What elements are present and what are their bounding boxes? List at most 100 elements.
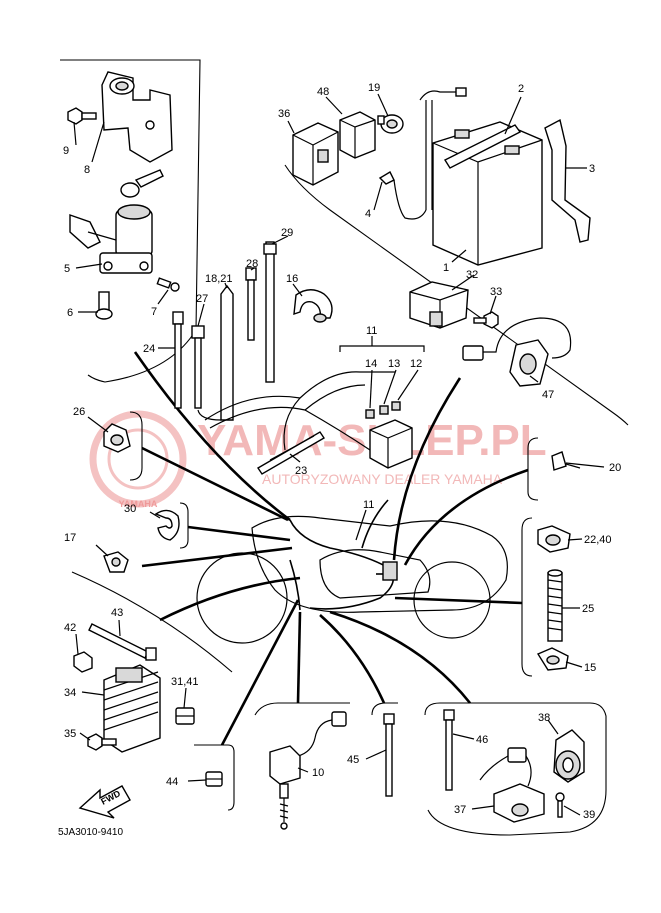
frame-mid-left bbox=[71, 571, 233, 673]
leader-22 bbox=[141, 546, 293, 568]
callout-47: 47 bbox=[542, 389, 554, 401]
callout-46: 46 bbox=[476, 734, 488, 746]
callout-7: 7 bbox=[151, 306, 157, 318]
frame-bottom-center bbox=[254, 702, 350, 716]
engine-outline bbox=[319, 549, 431, 599]
callout-19: 19 bbox=[368, 82, 380, 94]
callout-labels: 9 8 5 6 7 36 48 19 2 3 4 1 29 28 18,21 2… bbox=[63, 82, 621, 821]
leader-44 bbox=[220, 599, 300, 746]
frame-outline bbox=[251, 515, 508, 613]
callout-24: 24 bbox=[143, 343, 155, 355]
part-6-screw-icon bbox=[95, 291, 113, 320]
frame-bottom-left bbox=[194, 744, 235, 811]
leader-20 bbox=[403, 468, 529, 566]
part-32-relay-icon bbox=[409, 281, 469, 329]
leader-bottom-right bbox=[329, 610, 472, 704]
part-30-clamp-icon bbox=[154, 509, 180, 541]
harness-branch-b bbox=[361, 499, 389, 549]
part-19-clamp-icon bbox=[377, 114, 404, 134]
callout-5: 5 bbox=[64, 263, 70, 275]
part-11-wire-harness-icon bbox=[204, 371, 413, 469]
frame-mid-left-b bbox=[179, 502, 189, 549]
part-18-cable-tie-icon bbox=[197, 284, 234, 421]
part-42-nut-icon bbox=[73, 651, 93, 673]
callout-27: 27 bbox=[196, 293, 208, 305]
frame-bottom-right bbox=[424, 702, 607, 836]
part-8-bracket-icon bbox=[101, 71, 173, 163]
part-15-clamp-icon bbox=[536, 647, 569, 671]
part-36-relay-icon bbox=[292, 122, 339, 186]
frame-bottom-45 bbox=[371, 702, 398, 716]
callout-17: 22,40 bbox=[584, 534, 612, 546]
callout-45: 45 bbox=[347, 754, 359, 766]
callout-23: 23 bbox=[295, 465, 307, 477]
callout-18-21: 18,21 bbox=[205, 273, 233, 285]
callout-20: 20 bbox=[609, 462, 621, 474]
callout-38: 38 bbox=[538, 712, 550, 724]
leader-top-left bbox=[133, 351, 291, 522]
part-7-screw-icon bbox=[156, 277, 180, 292]
harness-connector bbox=[382, 561, 398, 581]
part-43-cable-tie-icon bbox=[88, 623, 157, 661]
part-27-cable-tie-icon bbox=[191, 325, 205, 409]
leader-mid-left bbox=[159, 576, 301, 622]
drawing-code: 5JA3010-9410 bbox=[58, 827, 123, 838]
part-48-relay-icon bbox=[339, 111, 376, 159]
harness-branch-a bbox=[289, 559, 301, 611]
leader-10 bbox=[296, 611, 302, 704]
part-3-strap-icon bbox=[544, 118, 591, 243]
callout-30: 30 bbox=[124, 503, 136, 515]
leader-17-25 bbox=[394, 596, 523, 605]
group-frames bbox=[60, 59, 629, 836]
part-29-cable-tie-icon bbox=[263, 241, 277, 383]
part-24-cable-tie-icon bbox=[172, 311, 184, 409]
part-4-wire-icon bbox=[378, 171, 427, 220]
watermark: YAMAHA YAMA-SKLEP.PL AUTORYZOWANY DEALER… bbox=[89, 410, 547, 509]
part-2-battery-band-icon bbox=[443, 124, 522, 169]
frame-bracket-26 bbox=[129, 411, 143, 481]
callout-31-41: 31,41 bbox=[171, 676, 199, 688]
callout-28: 28 bbox=[246, 258, 258, 270]
part-22-clip-icon bbox=[103, 551, 129, 573]
callout-13: 13 bbox=[388, 358, 400, 370]
callout-11-top: 11 bbox=[366, 325, 377, 337]
part-45-cable-tie-icon bbox=[383, 713, 395, 797]
watermark-logo-ring bbox=[89, 410, 187, 508]
callout-3: 3 bbox=[589, 163, 595, 175]
frame-top-left bbox=[60, 59, 201, 383]
leader-top-right bbox=[392, 377, 462, 561]
part-37-sensor-icon bbox=[479, 747, 545, 823]
callout-14: 14 bbox=[365, 358, 377, 370]
callout-33: 33 bbox=[490, 286, 502, 298]
callout-39: 39 bbox=[583, 809, 595, 821]
part-28-cable-tie-icon bbox=[245, 267, 257, 341]
watermark-logo-text: YAMAHA bbox=[119, 499, 158, 509]
part-10-neutral-switch-icon bbox=[269, 711, 347, 830]
callout-48: 48 bbox=[317, 86, 329, 98]
callout-34: 34 bbox=[64, 687, 76, 699]
callout-36: 36 bbox=[278, 108, 290, 120]
leader-45 bbox=[319, 614, 386, 704]
callout-leaders bbox=[73, 93, 605, 816]
part-5-keys-icon bbox=[120, 169, 164, 198]
part-47-sensor-icon bbox=[462, 317, 572, 387]
harness-leader-lines bbox=[133, 351, 529, 746]
watermark-subtext: AUTORYZOWANY DEALER YAMAHA bbox=[262, 471, 503, 487]
wiring-harness bbox=[289, 499, 398, 611]
callout-32: 32 bbox=[466, 269, 478, 281]
callout-12: 12 bbox=[410, 358, 422, 370]
part-25-spring-icon bbox=[547, 569, 563, 642]
part-38-horn-icon bbox=[553, 729, 585, 783]
part-31-clamp-icon bbox=[175, 707, 195, 725]
callout-22-40: 17 bbox=[64, 532, 76, 544]
part-35-bolt-icon bbox=[87, 733, 117, 751]
part-23-tie-band-icon bbox=[257, 431, 325, 475]
callout-26: 26 bbox=[73, 406, 85, 418]
callout-10: 10 bbox=[312, 767, 324, 779]
callout-16: 16 bbox=[286, 273, 298, 285]
part-battery-lead-icon bbox=[419, 87, 467, 210]
part-17-clamp-icon bbox=[537, 525, 571, 553]
part-26-clamp-icon bbox=[103, 423, 131, 453]
part-39-screw-icon bbox=[555, 792, 565, 818]
